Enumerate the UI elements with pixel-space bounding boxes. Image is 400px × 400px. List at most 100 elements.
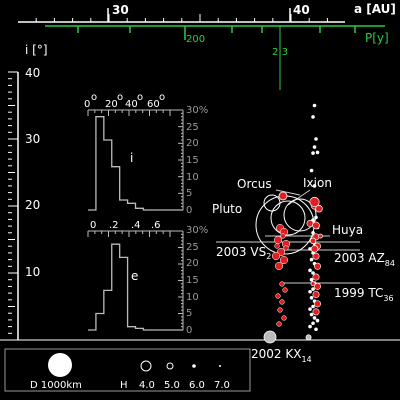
inset-e-ticks — [87, 230, 183, 331]
scatter-point — [314, 137, 318, 141]
kx14-marker — [263, 330, 277, 344]
scatter-point — [311, 287, 315, 291]
inset-e-letter: e — [131, 269, 138, 283]
legend-h-value: 6.0 — [189, 380, 205, 391]
legend: D 1000km H 4.0 5.0 6.0 7.0 — [4, 348, 251, 392]
period-axis-label: P[y] — [365, 31, 389, 45]
named-object-marker — [309, 196, 320, 208]
scatter-point — [315, 318, 320, 323]
named-object-marker — [310, 245, 319, 253]
scatter-point — [315, 150, 320, 155]
scatter-point — [309, 295, 314, 300]
legend-h-label: H — [120, 380, 128, 391]
inset-i-right-label: 30% — [186, 105, 208, 116]
named-object-marker — [315, 204, 323, 213]
tc36-label: 1999 TC36 — [334, 286, 394, 303]
inset-i-right-label: 20 — [186, 138, 199, 149]
orcus-pointer-line — [275, 189, 301, 196]
named-object-marker — [312, 221, 320, 230]
inset-e-top-label: 0 — [90, 220, 96, 231]
inset-i-degree: o — [159, 92, 165, 103]
named-object-marker — [309, 237, 317, 244]
inset-e-right-label: 5 — [186, 308, 192, 319]
legend-box — [4, 348, 251, 392]
inset-i-degree: o — [117, 92, 123, 103]
inset-i-right-label: 15 — [186, 155, 199, 166]
inset-i-top-label: 20 — [105, 99, 118, 110]
huya-label: Huya — [332, 223, 363, 237]
pluto-large-outline — [283, 198, 317, 232]
inset-i-right-label: 0 — [186, 205, 192, 216]
scatter-point — [311, 304, 315, 309]
scatter-point — [282, 287, 288, 293]
inset-e-right-label: 15 — [186, 275, 199, 286]
az84-label: 2003 AZ84 — [334, 251, 395, 268]
scatter-point — [309, 312, 314, 317]
left-axis-label: i [°] — [25, 43, 48, 57]
top-axis-minor-ticks — [35, 14, 328, 22]
ixion-label: Ixion — [303, 176, 332, 190]
scatter-point — [312, 316, 317, 320]
inset-i-top-label: 0 — [84, 99, 90, 110]
scatter-point — [311, 115, 315, 119]
inset-e-right-label: 25 — [186, 242, 199, 253]
inset-i-right-label: 25 — [186, 122, 199, 133]
vs2-label: 2003 VS2 — [216, 245, 271, 261]
scatter-point — [274, 243, 280, 249]
scatter-point — [311, 151, 315, 155]
scatter-point — [312, 184, 317, 188]
inset-e-right-label: 0 — [186, 325, 192, 336]
object-pointer-lines — [216, 189, 360, 284]
top-axis-tick-label: 30 — [112, 3, 129, 17]
top-axis-label: a [AU] — [354, 2, 396, 16]
inset-e-histogram: 0 .2 .4 .6 30% 25 20 15 10 5 0 e — [87, 220, 208, 336]
left-axis-tick-label: 30 — [25, 132, 40, 146]
inset-e-right-label: 20 — [186, 258, 199, 269]
scatter-point — [281, 315, 287, 321]
scatter-point — [314, 327, 318, 332]
scatter-point — [314, 262, 322, 270]
inset-i-ticks — [87, 109, 183, 211]
inset-i-letter: i — [130, 151, 133, 165]
scatter-point — [273, 235, 283, 245]
scatter-point — [271, 251, 281, 261]
scatter-point — [279, 299, 285, 305]
legend-h-circle — [140, 360, 152, 372]
scatter-point — [279, 255, 289, 265]
scatter-point — [314, 300, 322, 308]
legend-h-circle — [192, 364, 196, 368]
named-object-marker — [305, 334, 312, 341]
scatter-point — [308, 289, 312, 294]
legend-h-circle — [166, 362, 174, 370]
inset-i-right-label: 10 — [186, 172, 199, 183]
inset-i-right-label: 5 — [186, 188, 192, 199]
legend-h-value: 4.0 — [139, 380, 155, 391]
scatter-point — [283, 245, 289, 251]
left-axis: 40 30 20 10 i [°] — [8, 43, 48, 341]
kx14-label: 2002 KX14 — [251, 347, 312, 364]
scatter-point — [280, 233, 286, 239]
object-labels: Orcus Ixion Pluto Huya 2003 VS2 2003 AZ8… — [212, 176, 395, 364]
pluto-outline — [263, 194, 281, 212]
scatter-point — [309, 257, 314, 262]
inset-e-histogram-line — [88, 243, 183, 331]
left-axis-ticks — [8, 71, 18, 341]
scatter-point — [308, 307, 312, 311]
inset-e-top-label: .6 — [151, 220, 161, 231]
scatter-point — [311, 321, 315, 326]
scatter-point — [309, 168, 314, 173]
scatter-points — [263, 103, 323, 344]
inset-e-right-label: 10 — [186, 292, 199, 303]
named-object-marker — [318, 233, 323, 239]
inset-i-top-label: 40 — [125, 99, 138, 110]
scatter-point — [308, 324, 312, 329]
legend-h-value: 5.0 — [164, 380, 180, 391]
left-axis-tick-label: 10 — [25, 265, 40, 279]
scatter-point — [309, 277, 314, 282]
legend-diameter-label: D 1000km — [30, 380, 82, 391]
inset-i-top-label: 60 — [147, 99, 160, 110]
scatter-point — [314, 215, 318, 220]
named-object-marker — [310, 281, 316, 287]
ixion-outline — [270, 200, 306, 236]
